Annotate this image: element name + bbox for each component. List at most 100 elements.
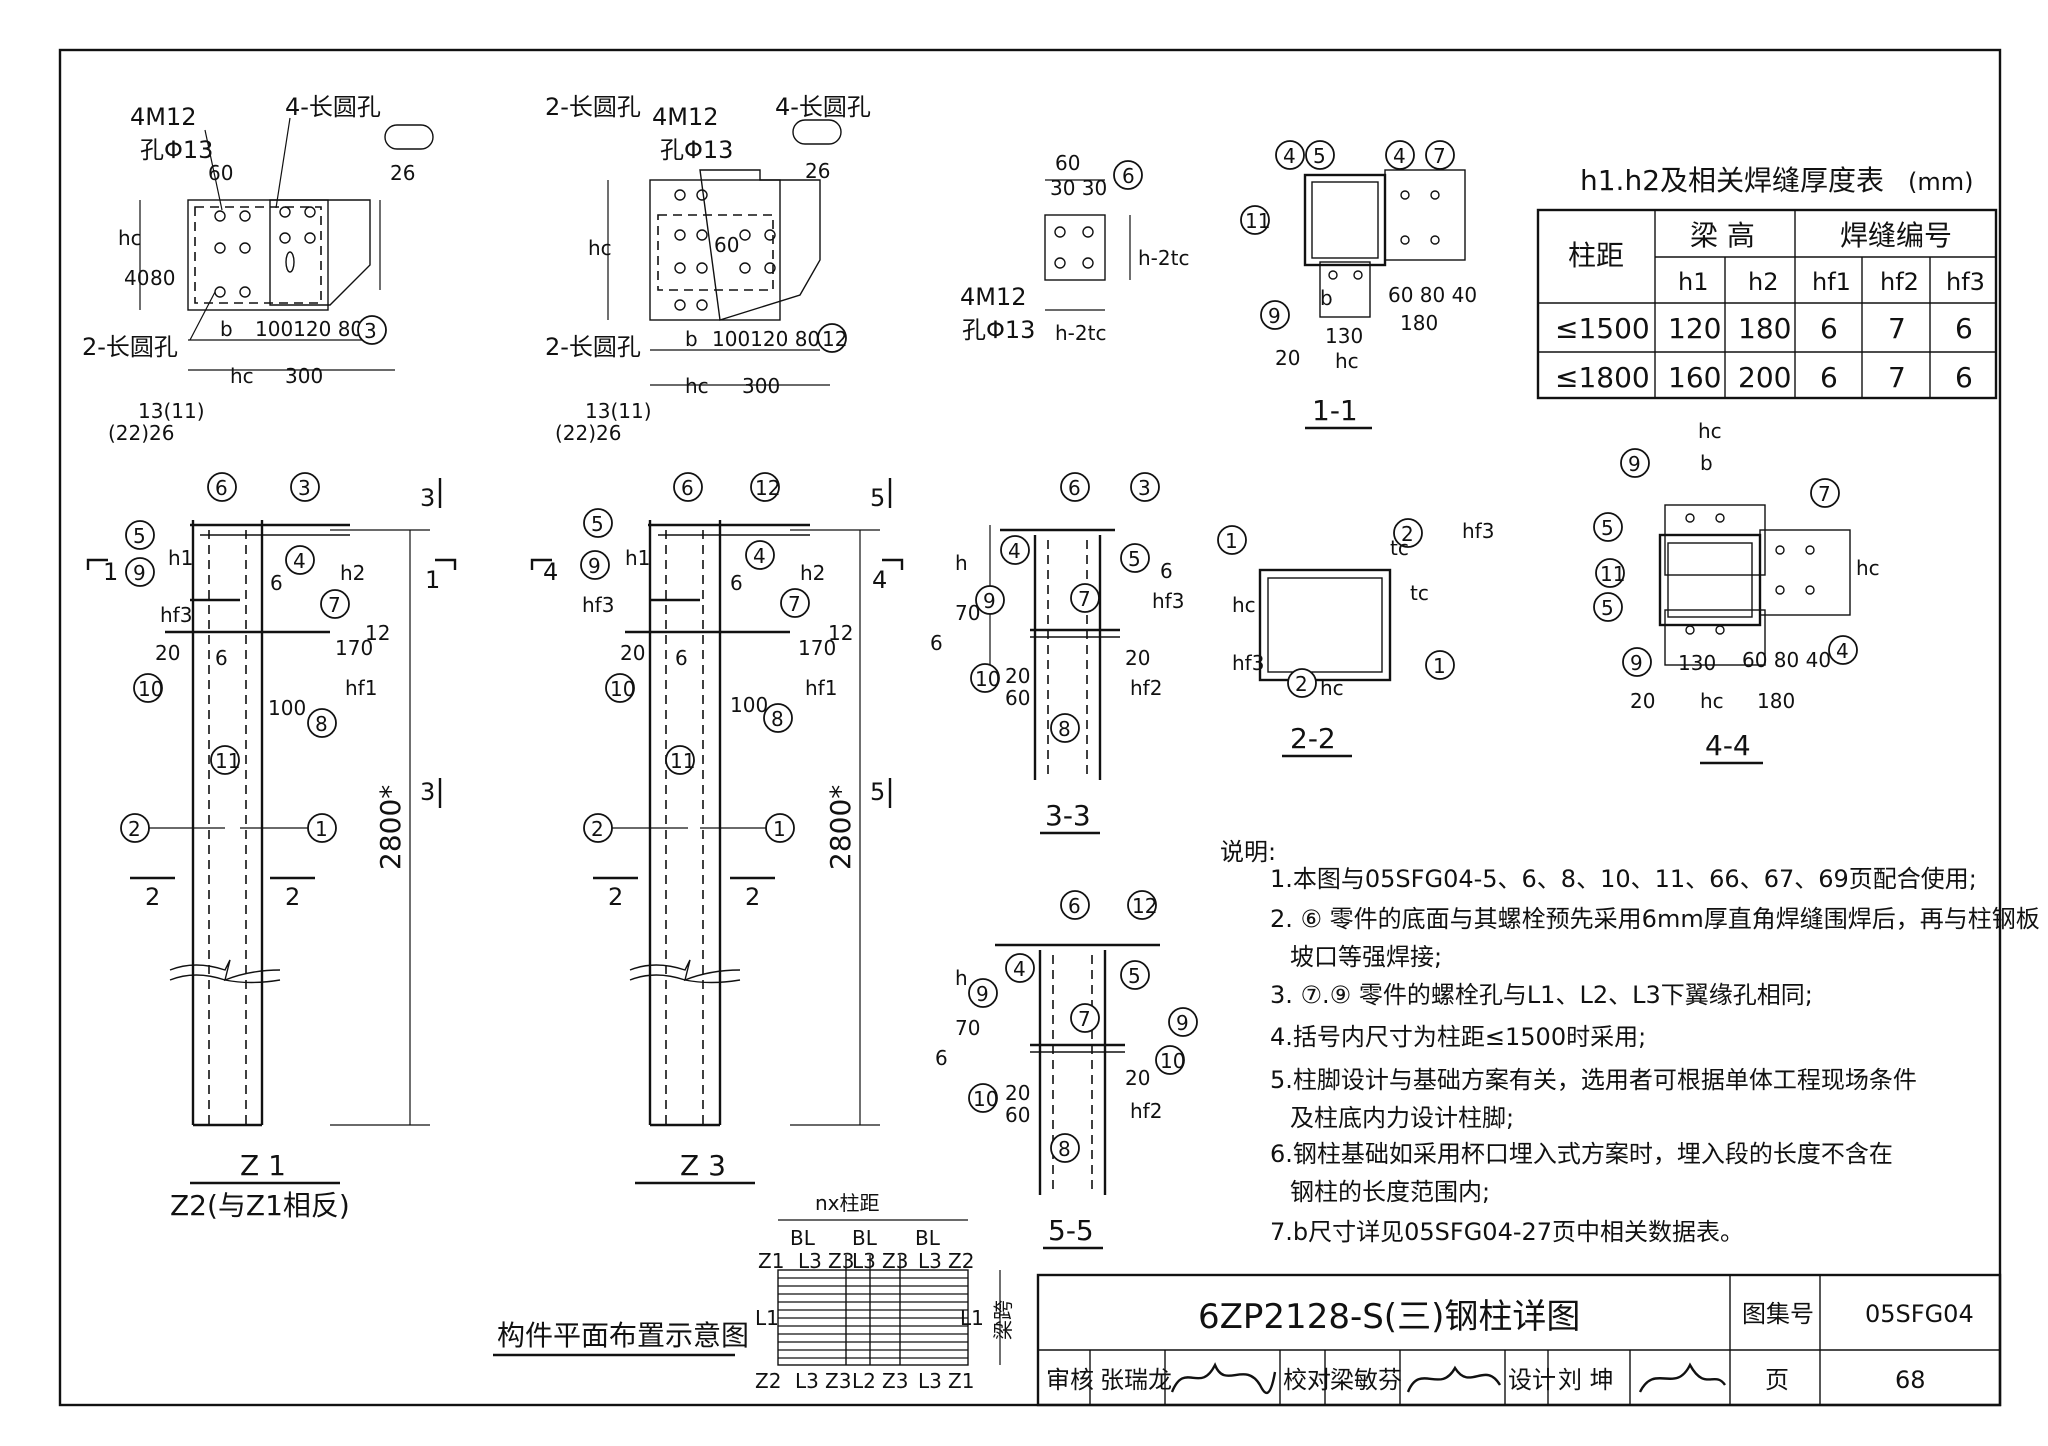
note-item: 钢柱的长度范围内; xyxy=(1290,1178,1490,1206)
section-5-5: 6 12 4 5 9 9 7 10 10 8 h 70 6 20 60 20 h… xyxy=(935,890,1198,1250)
svg-text:8: 8 xyxy=(771,707,784,731)
svg-text:7: 7 xyxy=(1888,312,1906,345)
table-title: h1.h2及相关焊缝厚度表 xyxy=(1580,164,1884,197)
svg-text:6: 6 xyxy=(681,476,694,500)
svg-text:60: 60 xyxy=(1005,1103,1030,1127)
svg-text:130: 130 xyxy=(1678,651,1716,675)
svg-text:hc: hc xyxy=(1856,556,1880,580)
svg-text:4: 4 xyxy=(293,549,306,573)
svg-text:hf3: hf3 xyxy=(1152,589,1184,613)
svg-text:170: 170 xyxy=(335,636,373,660)
svg-text:3: 3 xyxy=(420,778,435,806)
svg-text:5: 5 xyxy=(591,512,604,536)
label-hole-b: 孔Φ13 xyxy=(660,136,733,164)
svg-text:13(11): 13(11) xyxy=(138,399,205,423)
label-2-long-hole-c: 2-长圆孔 xyxy=(545,333,641,361)
dim-2800-z3: 2800* xyxy=(824,785,857,870)
label-2-long-hole-b: 2-长圆孔 xyxy=(545,93,641,121)
svg-text:5: 5 xyxy=(1601,596,1614,620)
svg-text:7: 7 xyxy=(1818,482,1831,506)
svg-text:1: 1 xyxy=(1433,654,1446,678)
label-4m12-b: 4M12 xyxy=(652,103,719,131)
svg-text:12: 12 xyxy=(822,327,847,351)
label-4m12-c: 4M12 xyxy=(960,283,1027,311)
svg-text:60 80 40: 60 80 40 xyxy=(1742,648,1831,672)
svg-text:5: 5 xyxy=(133,524,146,548)
svg-text:8: 8 xyxy=(1058,1137,1071,1161)
svg-text:hc: hc xyxy=(588,236,612,260)
svg-text:20: 20 xyxy=(620,641,645,665)
svg-text:3: 3 xyxy=(1138,476,1151,500)
svg-text:6: 6 xyxy=(1820,312,1838,345)
svg-text:4: 4 xyxy=(1008,539,1021,563)
svg-text:6: 6 xyxy=(1955,312,1973,345)
dim-2800-z1: 2800* xyxy=(374,785,407,870)
svg-text:6: 6 xyxy=(270,571,283,595)
svg-text:6: 6 xyxy=(730,571,743,595)
svg-text:2: 2 xyxy=(608,883,623,911)
svg-text:100: 100 xyxy=(268,696,306,720)
note-item: 3. ⑦.⑨ 零件的螺栓孔与L1、L2、L3下翼缘孔相同; xyxy=(1270,981,1813,1009)
label-4-long-hole: 4-长圆孔 xyxy=(285,93,381,121)
svg-text:60: 60 xyxy=(714,233,739,257)
svg-text:11: 11 xyxy=(670,749,695,773)
svg-text:L3: L3 xyxy=(795,1369,819,1393)
svg-text:hf3: hf3 xyxy=(1232,651,1264,675)
svg-text:L3: L3 xyxy=(918,1369,942,1393)
svg-text:6: 6 xyxy=(930,631,943,655)
atlas-label: 图集号 xyxy=(1742,1300,1814,1328)
table-sub-h2: h2 xyxy=(1748,268,1778,296)
svg-text:b: b xyxy=(220,317,233,341)
svg-text:6: 6 xyxy=(1820,361,1838,394)
svg-text:80: 80 xyxy=(150,266,175,290)
svg-text:h1: h1 xyxy=(168,546,193,570)
svg-text:b: b xyxy=(1700,451,1713,475)
svg-text:hf1: hf1 xyxy=(805,676,837,700)
plate-detail-z3: 2-长圆孔 4M12 孔Φ13 4-长圆孔 2-长圆孔 60 hc b 1001… xyxy=(545,93,871,445)
notes: 说明: 1.本图与05SFG04-5、6、8、10、11、66、67、69页配合… xyxy=(1220,838,2040,1246)
svg-text:1: 1 xyxy=(773,817,786,841)
svg-text:300: 300 xyxy=(285,364,323,388)
svg-text:L3: L3 xyxy=(918,1249,942,1273)
svg-text:7: 7 xyxy=(328,593,341,617)
svg-text:BL: BL xyxy=(790,1226,816,1250)
review-label: 审核 xyxy=(1046,1366,1094,1394)
section-label-2-2: 2-2 xyxy=(1290,722,1336,755)
svg-text:10: 10 xyxy=(1160,1049,1185,1073)
table-header-weld: 焊缝编号 xyxy=(1840,219,1952,252)
plan-nx-label: nx柱距 xyxy=(815,1191,880,1215)
section-4-4: 9 5 7 11 5 9 4 hc b 130 60 80 40 180 hc … xyxy=(1593,419,1880,765)
reviewer-name: 张瑞龙 xyxy=(1100,1366,1172,1394)
label-hole-a: 孔Φ13 xyxy=(140,136,213,164)
note-item: 6.钢柱基础如采用杯口埋入式方案时，埋入段的长度不含在 xyxy=(1270,1140,1893,1168)
svg-text:1: 1 xyxy=(103,558,118,586)
svg-text:10: 10 xyxy=(975,667,1000,691)
svg-text:b: b xyxy=(1320,286,1333,310)
column-label-z3: Z 3 xyxy=(680,1149,726,1182)
reviewer-signature xyxy=(1170,1362,1277,1394)
table-header-beam-height: 梁 高 xyxy=(1690,219,1755,252)
svg-text:26: 26 xyxy=(390,161,415,185)
svg-text:7: 7 xyxy=(1433,144,1446,168)
svg-text:hf3: hf3 xyxy=(160,603,192,627)
note-item: 2. ⑥ 零件的底面与其螺栓预先采用6mm厚直角焊缝围焊后，再与柱钢板 xyxy=(1270,905,2040,933)
section-3-3: 6 3 4 5 7 9 10 8 h 70 6 20 60 20 hf2 6 h… xyxy=(930,472,1184,835)
svg-text:Z3: Z3 xyxy=(828,1249,854,1273)
note-item: 1.本图与05SFG04-5、6、8、10、11、66、67、69页配合使用; xyxy=(1270,865,1977,893)
svg-text:60: 60 xyxy=(208,161,233,185)
design-label: 设计 xyxy=(1508,1366,1556,1394)
svg-text:hc: hc xyxy=(1335,349,1359,373)
svg-text:11: 11 xyxy=(1600,562,1625,586)
svg-text:2: 2 xyxy=(745,883,760,911)
svg-text:4: 4 xyxy=(1013,957,1026,981)
section-label-1-1: 1-1 xyxy=(1312,394,1358,427)
table-unit: (mm) xyxy=(1908,168,1973,196)
svg-text:26: 26 xyxy=(805,159,830,183)
svg-text:7: 7 xyxy=(1078,1007,1091,1031)
check-label: 校对 xyxy=(1283,1366,1331,1394)
svg-text:hc: hc xyxy=(1700,689,1724,713)
svg-text:10: 10 xyxy=(610,677,635,701)
svg-text:hc: hc xyxy=(118,226,142,250)
svg-text:≤1500: ≤1500 xyxy=(1555,312,1650,345)
svg-text:60 80 40: 60 80 40 xyxy=(1388,283,1477,307)
